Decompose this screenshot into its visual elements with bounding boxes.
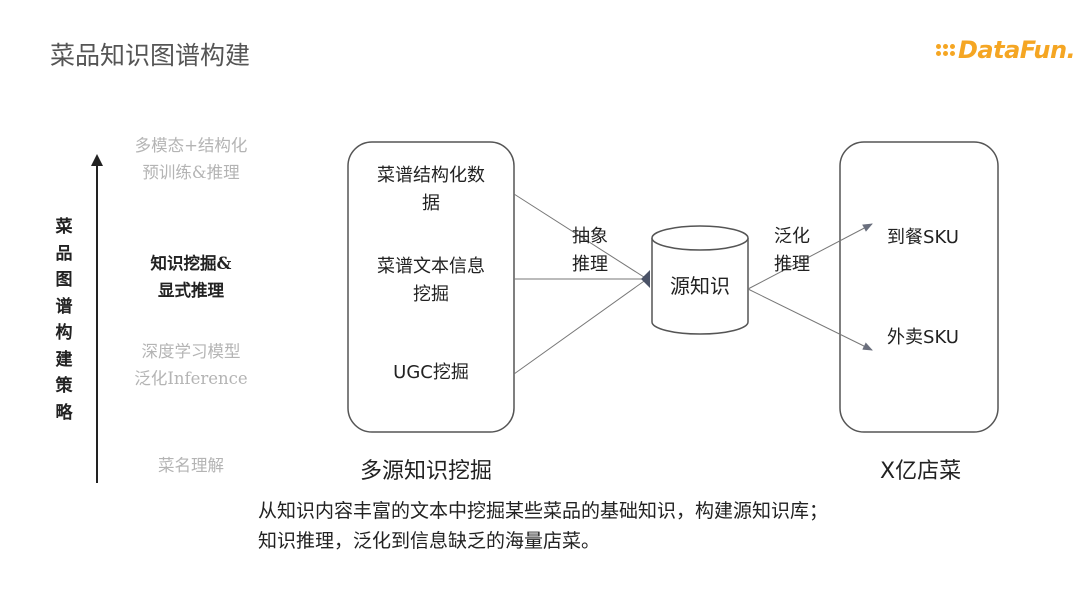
edge-label-line: 抽象 xyxy=(572,226,608,247)
level-deep-learning: 深度学习模型 泛化Inference xyxy=(116,338,266,392)
source-structured-data: 菜谱结构化数 据 xyxy=(356,162,506,218)
strategy-title-char: 菜 xyxy=(55,217,73,237)
strategy-title-char: 谱 xyxy=(55,296,73,317)
abstract-reasoning-label: 抽象 推理 xyxy=(560,223,620,279)
source-line: 挖掘 xyxy=(413,284,449,305)
source-knowledge-label: 源知识 xyxy=(670,274,730,298)
targets-caption: X亿店菜 xyxy=(880,459,962,484)
strategy-vertical-title: 菜 品 图 谱 构 建 策 略 xyxy=(52,214,76,426)
target-delivery-sku: 外卖SKU xyxy=(887,327,959,348)
flow-line-structured xyxy=(513,193,648,280)
source-line: 菜谱文本信息 xyxy=(377,256,485,277)
strategy-title-char: 建 xyxy=(55,349,73,370)
strategy-title-char: 构 xyxy=(55,323,73,343)
source-ugc-mining: UGC挖掘 xyxy=(356,359,506,387)
source-line: 据 xyxy=(422,193,440,214)
level-line: 显式推理 xyxy=(158,281,224,300)
arrow-to-dine-in xyxy=(747,223,873,290)
source-line: UGC挖掘 xyxy=(393,362,469,383)
level-line: 多模态+结构化 xyxy=(134,136,248,155)
strategy-title-char: 略 xyxy=(55,402,73,423)
level-multimodal: 多模态+结构化 预训练&推理 xyxy=(118,132,264,186)
datafun-logo: DataFun. xyxy=(936,30,1076,70)
arrow-to-delivery xyxy=(747,288,873,351)
target-dine-in-sku: 到餐SKU xyxy=(887,227,959,248)
summary-text: 从知识内容丰富的文本中挖掘某些菜品的基础知识，构建源知识库； 知识推理，泛化到信… xyxy=(258,496,828,556)
edge-label-line: 泛化 xyxy=(774,226,810,247)
flow-line-ugc xyxy=(513,278,648,375)
logo-dots-icon xyxy=(936,44,955,56)
strategy-title-char: 图 xyxy=(55,270,73,290)
generalize-reasoning-label: 泛化 推理 xyxy=(762,223,822,279)
level-dish-name-understanding: 菜名理解 xyxy=(130,452,252,479)
strategy-axis-line xyxy=(96,166,98,483)
level-knowledge-mining: 知识挖掘& 显式推理 xyxy=(128,250,254,304)
axis-arrowhead-icon xyxy=(91,154,103,166)
logo-text: DataFun. xyxy=(958,36,1076,64)
flow-merge-arrowhead-icon xyxy=(641,270,650,288)
edge-label-line: 推理 xyxy=(572,254,608,275)
strategy-title-char: 策 xyxy=(55,376,73,396)
source-knowledge-cylinder xyxy=(651,225,749,335)
source-line: 菜谱结构化数 xyxy=(377,165,485,186)
level-line: 泛化Inference xyxy=(134,369,248,388)
targets-box xyxy=(839,141,999,433)
level-line: 深度学习模型 xyxy=(141,342,241,361)
strategy-title-char: 品 xyxy=(55,243,73,264)
sources-caption: 多源知识挖掘 xyxy=(360,459,493,484)
summary-line: 知识推理，泛化到信息缺乏的海量店菜。 xyxy=(258,530,601,552)
level-line: 预训练&推理 xyxy=(142,163,240,182)
page-title: 菜品知识图谱构建 xyxy=(50,41,251,70)
level-line: 菜名理解 xyxy=(158,456,224,475)
level-line: 知识挖掘& xyxy=(150,254,232,273)
edge-label-line: 推理 xyxy=(774,254,810,275)
sources-box xyxy=(347,141,515,433)
summary-line: 从知识内容丰富的文本中挖掘某些菜品的基础知识，构建源知识库； xyxy=(258,500,829,522)
source-text-mining: 菜谱文本信息 挖掘 xyxy=(356,253,506,309)
